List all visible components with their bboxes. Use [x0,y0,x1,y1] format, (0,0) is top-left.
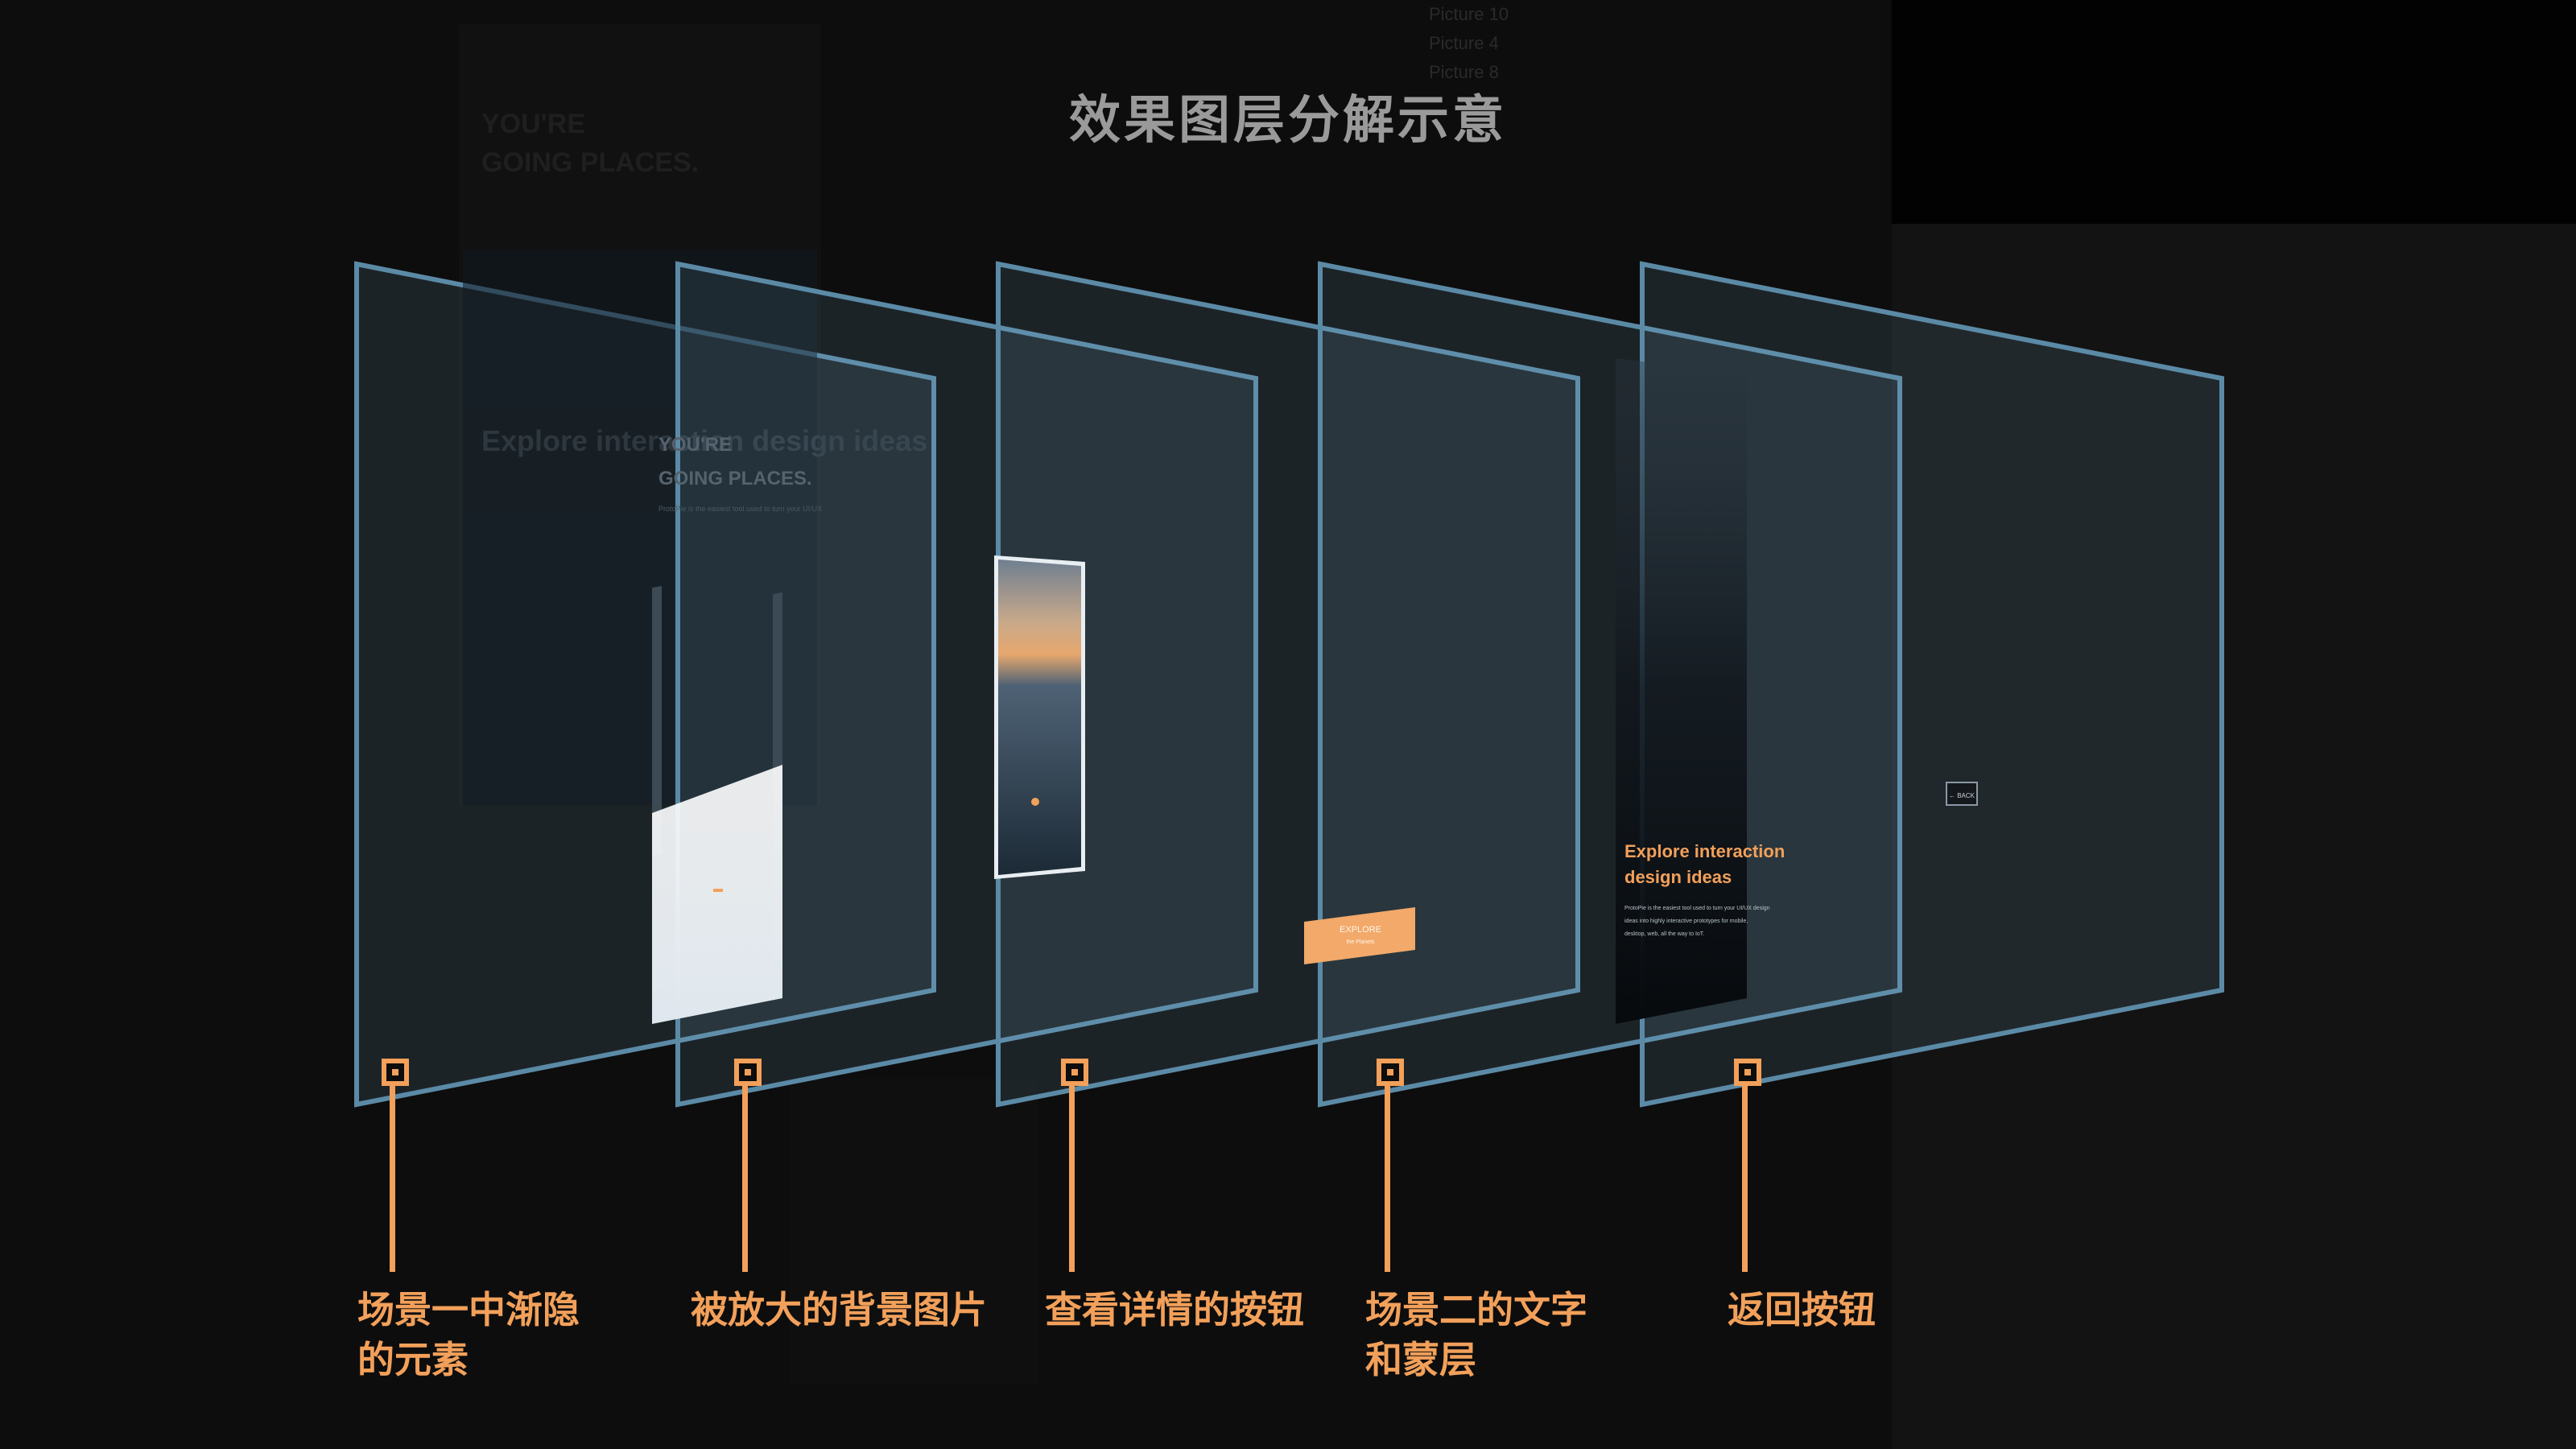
layer-label-2: 被放大的背景图片 [691,1288,987,1331]
scene2-body-3: desktop, web, all the way to IoT. [1624,931,1704,937]
layer-label-4: 场景二的文字 和蒙层 [1365,1288,1587,1381]
layer-label-1: 场景一中渐隐 的元素 [357,1288,580,1381]
background-headline: YOU'RE GOING PLACES. [481,109,700,178]
layer-label-5: 返回按钮 [1728,1288,1876,1331]
scene1-content: Explore interaction design ideas [463,250,927,805]
white-fade-panel [652,765,782,1024]
explore-button: EXPLORE the Planets [1304,907,1415,964]
connector-marker-1 [382,1059,409,1086]
scene2-heading-1: Explore interaction [1624,841,1785,861]
background-layers-list: Picture 10 Picture 4 Picture 8 [1429,4,1509,82]
layer-plane-1: Explore interaction design ideas [354,250,936,1108]
connector-line-2 [742,1086,748,1272]
scene1-subtext: ProtoPie is the easiest tool used to tur… [658,505,822,513]
scene1-headline-2: GOING PLACES. [658,468,812,489]
connector-marker-2 [734,1059,762,1086]
scene2-body-2: ideas into highly interactive prototypes… [1624,919,1748,924]
background-preview-area [1892,0,2576,224]
layer-plane-2: YOU'RE GOING PLACES. ProtoPie is the eas… [652,261,1258,1108]
scene1-headline-1: YOU'RE [658,434,732,456]
connector-line-4 [1385,1086,1390,1272]
background-phone-preview [789,1079,1038,1385]
scene2-heading-2: design ideas [1624,867,1732,887]
back-button-label: ← BACK [1949,792,1975,799]
connector-marker-3 [1061,1059,1088,1086]
background-properties-panel [1892,224,2576,1449]
connector-line-1 [390,1086,395,1272]
explore-button-sub: the Planets [1346,939,1375,945]
back-button: ← BACK [1946,782,1978,806]
white-panel-accent [713,889,723,892]
connector-marker-4 [1377,1059,1404,1086]
scene1-faded-elements: YOU'RE GOING PLACES. ProtoPie is the eas… [652,434,822,1024]
layer-plane-3 [994,261,1580,1108]
layer-plane-4: EXPLORE the Planets [1304,261,1902,1108]
connector-line-5 [1742,1086,1748,1272]
connector-line-3 [1069,1086,1075,1272]
scene1-heading: Explore interaction design ideas [481,424,927,457]
layer-plane-5: Explore interaction design ideas ProtoPi… [1616,261,2224,1108]
explore-button-label: EXPLORE [1340,925,1381,935]
layer-label-3: 查看详情的按钮 [1045,1288,1304,1331]
connector-marker-5 [1734,1059,1761,1086]
enlarged-background-image [994,555,1085,879]
scene2-text-and-mask: Explore interaction design ideas ProtoPi… [1616,358,1785,1024]
diagram-title: 效果图层分解示意 [1069,91,1507,151]
scene2-body-1: ProtoPie is the easiest tool used to tur… [1624,906,1770,911]
